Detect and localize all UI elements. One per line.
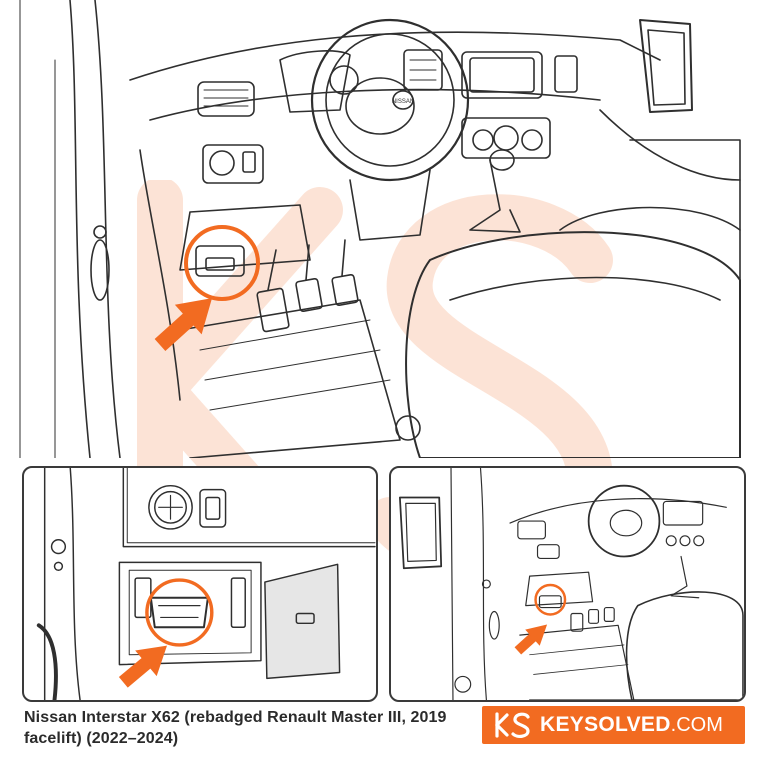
arrow-pointer-icon [118,645,167,688]
highlight-circle-icon [145,578,214,647]
ks-logo-icon [495,712,530,738]
vehicle-caption: Nissan Interstar X62 (rebadged Renault M… [24,709,447,747]
arrow-pointer-icon [154,298,213,351]
inset-closeup-obd-port [22,466,378,702]
highlight-circle-icon [534,583,567,616]
highlight-circle-icon [184,225,260,301]
keysolved-banner[interactable]: KEYSOLVED.COM [482,706,745,744]
brand-name: KEYSOLVED [540,713,671,736]
inset-wide-cabin-view [389,466,746,702]
main-cabin-illustration: NISSAN [19,0,741,458]
nissan-badge: NISSAN [392,99,414,105]
arrow-pointer-icon [514,624,548,655]
brand-tld: .COM [670,713,723,736]
